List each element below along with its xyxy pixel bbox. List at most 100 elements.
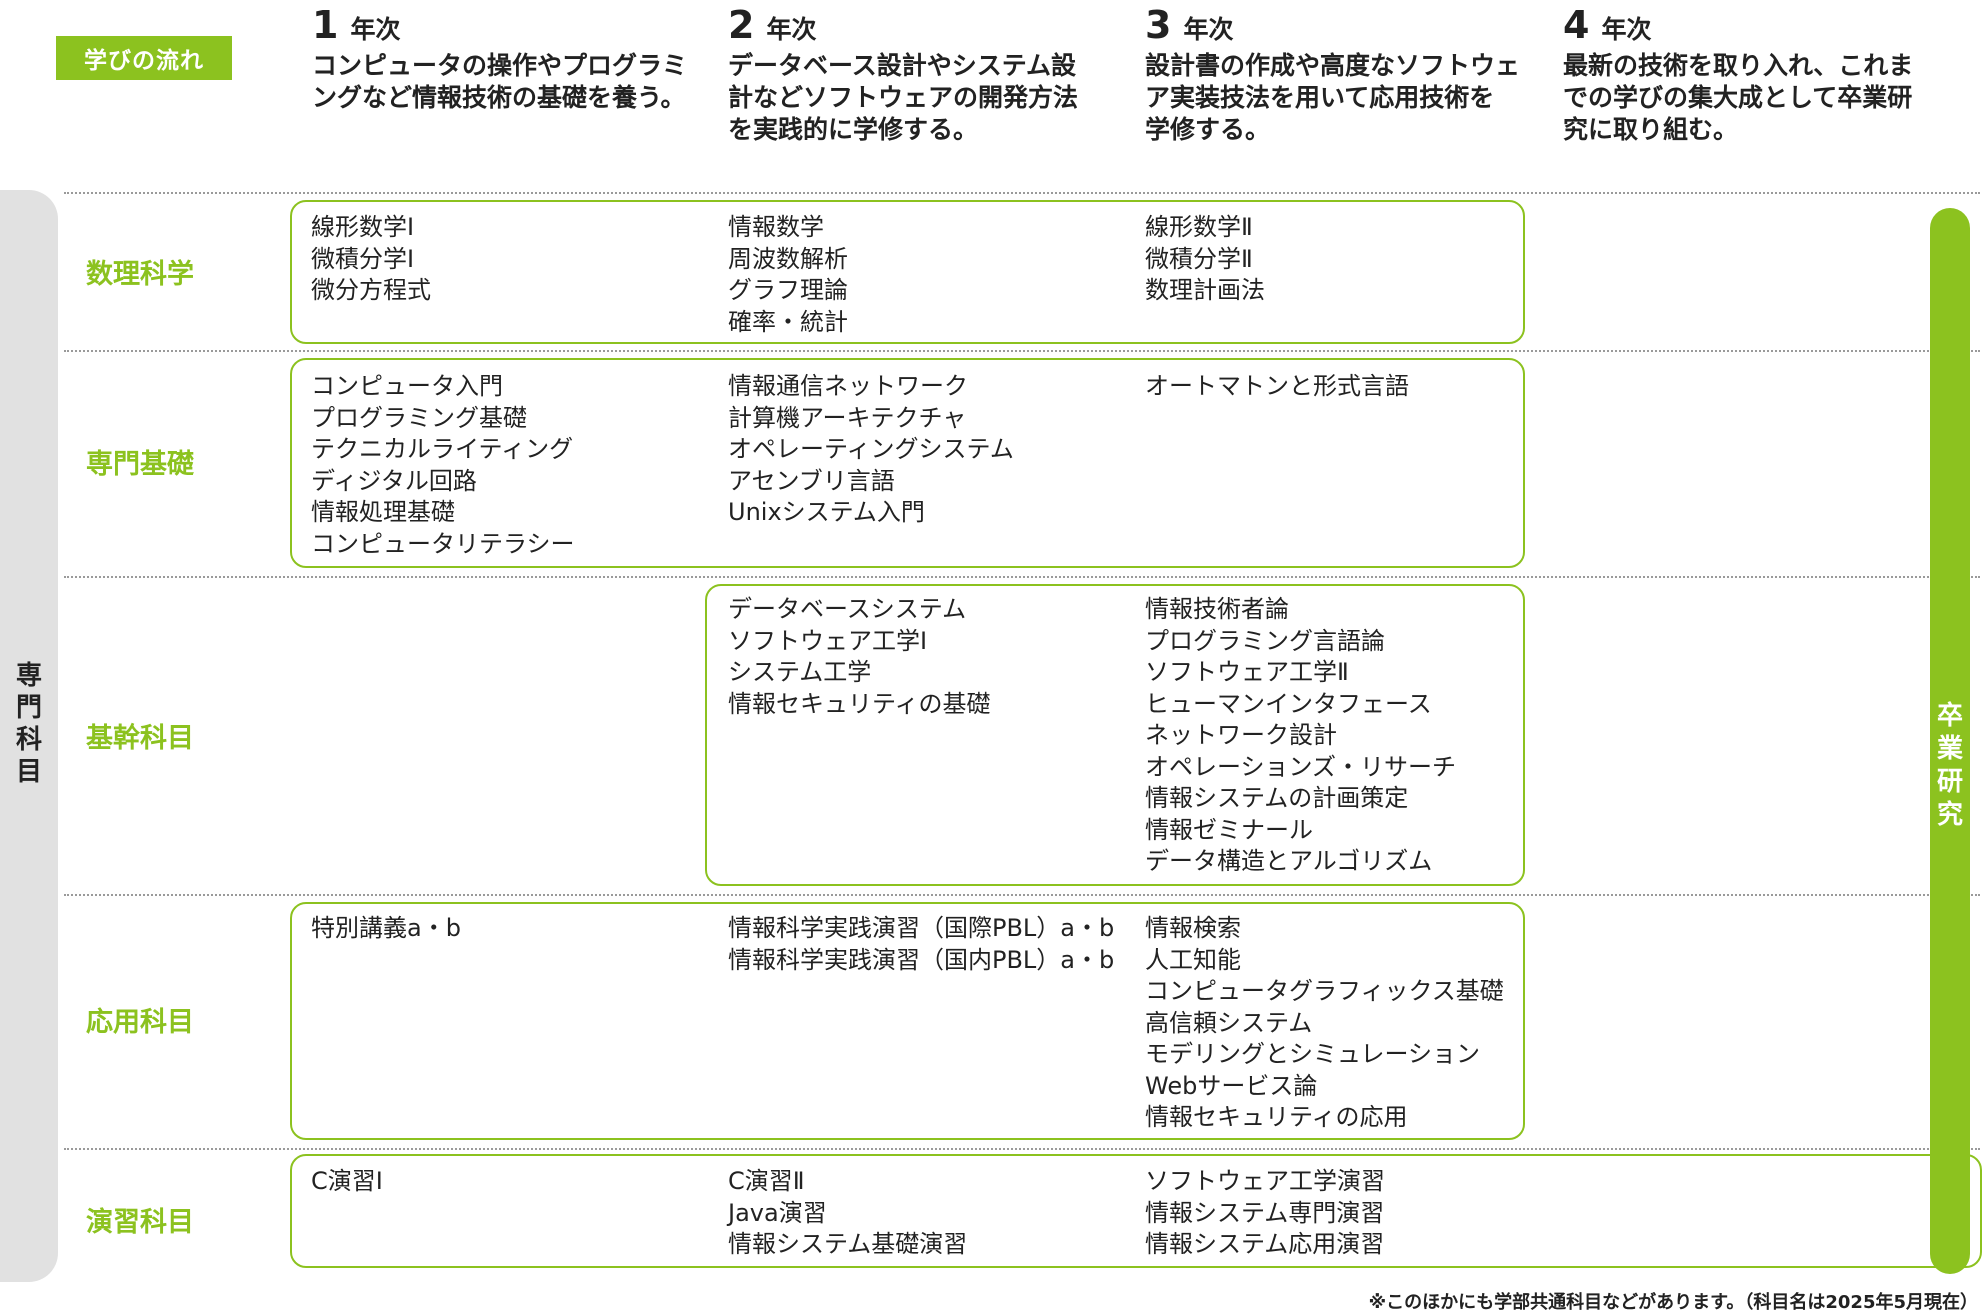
course-item: オペレーティングシステム xyxy=(728,435,1014,463)
year-description: 設計書の作成や高度なソフトウェ ア実装技法を用いて応用技術を 学修する。 xyxy=(1145,51,1521,144)
course-item: ソフトウェア工学Ⅰ xyxy=(728,626,928,655)
course-item: 線形数学Ⅱ xyxy=(1145,213,1253,241)
specialized-subjects-label: 専 門 科 目 xyxy=(15,661,42,787)
course-item: 情報処理基礎 xyxy=(311,498,455,526)
course-item: 情報科学実践演習（国際PBL）a・b xyxy=(728,914,1115,942)
course-list: C演習Ⅰ xyxy=(311,1166,383,1198)
course-item: データベースシステム xyxy=(728,595,967,623)
year-description: 最新の技術を取り入れ、これま での学びの集大成として卒業研 究に取り組む。 xyxy=(1563,51,1914,144)
course-item: 情報通信ネットワーク xyxy=(728,372,968,400)
row-divider xyxy=(64,1148,1980,1150)
course-list: 情報検索人工知能コンピュータグラフィックス基礎高信頼システムモデリングとシミュレ… xyxy=(1145,913,1504,1134)
course-item: 周波数解析 xyxy=(728,244,848,273)
course-list: ソフトウェア工学演習情報システム専門演習情報システム応用演習 xyxy=(1145,1166,1385,1261)
course-item: データ構造とアルゴリズム xyxy=(1145,847,1433,875)
course-item: テクニカルライティング xyxy=(311,435,574,463)
category-label-practice: 演習科目 xyxy=(86,1207,194,1238)
course-item: 情報システムの計画策定 xyxy=(1145,784,1409,812)
year-number: 3 xyxy=(1145,3,1172,47)
course-item: 情報科学実践演習（国内PBL）a・b xyxy=(728,945,1115,974)
course-list: 情報数学周波数解析グラフ理論確率・統計 xyxy=(728,212,848,338)
category-box-foundation xyxy=(290,358,1525,568)
category-label-core: 基幹科目 xyxy=(86,723,194,754)
course-item: 微分方程式 xyxy=(311,276,431,304)
course-list: データベースシステムソフトウェア工学Ⅰ システム工学情報セキュリティの基礎 xyxy=(728,594,991,720)
year-description: コンピュータの操作やプログラミ ングなど情報技術の基礎を養う。 xyxy=(312,51,688,112)
course-item: 情報システム専門演習 xyxy=(1145,1198,1385,1227)
course-item: ソフトウェア工学演習 xyxy=(1145,1167,1385,1195)
course-item: ネットワーク設計 xyxy=(1145,721,1337,749)
year-2-header: 2 年次 データベース設計やシステム設 計などソフトウェアの開発方法 を実践的に… xyxy=(728,6,1128,146)
course-item: Java演習 xyxy=(728,1198,827,1227)
row-divider xyxy=(64,576,1980,578)
course-list: 線形数学Ⅰ 微積分学Ⅰ 微分方程式 xyxy=(311,212,431,307)
course-item: 数理計画法 xyxy=(1145,276,1265,304)
course-item: 高信頼システム xyxy=(1145,1008,1313,1037)
course-item: アセンブリ言語 xyxy=(728,466,895,495)
course-item: オペレーションズ・リサーチ xyxy=(1145,752,1457,781)
course-list: コンピュータ入門プログラミング基礎テクニカルライティングディジタル回路情報処理基… xyxy=(311,371,575,560)
course-item: C演習Ⅰ xyxy=(311,1167,383,1195)
year-suffix: 年次 xyxy=(1601,15,1652,44)
course-item: 情報セキュリティの基礎 xyxy=(728,689,991,718)
course-list: C演習Ⅱ Java演習情報システム基礎演習 xyxy=(728,1166,967,1261)
course-item: モデリングとシミュレーション xyxy=(1145,1040,1481,1068)
year-number: 1 xyxy=(312,3,339,47)
course-item: プログラミング基礎 xyxy=(311,403,527,432)
row-divider xyxy=(64,350,1980,352)
course-item: 微積分学Ⅱ xyxy=(1145,244,1253,273)
row-divider xyxy=(64,894,1980,896)
year-4-header: 4 年次 最新の技術を取り入れ、これま での学びの集大成として卒業研 究に取り組… xyxy=(1563,6,1963,146)
course-item: 情報ゼミナール xyxy=(1145,815,1313,844)
year-suffix: 年次 xyxy=(766,15,817,44)
course-item: コンピュータ入門 xyxy=(311,372,503,400)
course-list: 線形数学Ⅱ 微積分学Ⅱ 数理計画法 xyxy=(1145,212,1265,307)
course-item: システム工学 xyxy=(728,658,872,686)
year-3-header: 3 年次 設計書の作成や高度なソフトウェ ア実装技法を用いて応用技術を 学修する… xyxy=(1145,6,1545,146)
row-divider xyxy=(64,192,1980,194)
category-label-math: 数理科学 xyxy=(86,259,194,290)
course-item: 微積分学Ⅰ xyxy=(311,244,415,273)
course-item: 計算機アーキテクチャ xyxy=(728,403,967,432)
course-item: 人工知能 xyxy=(1145,945,1241,974)
course-item: オートマトンと形式言語 xyxy=(1145,372,1409,400)
course-item: コンピュータグラフィックス基礎 xyxy=(1145,977,1504,1005)
category-label-applied: 応用科目 xyxy=(86,1007,194,1038)
graduation-research-bar xyxy=(1930,208,1970,1274)
course-item: C演習Ⅱ xyxy=(728,1167,805,1195)
category-box-core xyxy=(705,584,1525,886)
course-item: 特別講義a・b xyxy=(311,914,461,942)
learning-flow-badge: 学びの流れ xyxy=(56,36,232,80)
course-list: 特別講義a・b xyxy=(311,913,461,945)
course-item: Webサービス論 xyxy=(1145,1071,1318,1100)
year-number: 2 xyxy=(728,3,755,47)
course-item: Unixシステム入門 xyxy=(728,498,925,526)
category-box-applied xyxy=(290,902,1525,1140)
course-list: オートマトンと形式言語 xyxy=(1145,371,1409,403)
course-item: 情報数学 xyxy=(728,213,824,241)
course-item: ディジタル回路 xyxy=(311,466,477,495)
course-item: 情報検索 xyxy=(1145,914,1241,942)
category-box-practice xyxy=(290,1154,1982,1268)
graduation-research-label: 卒 業 研 究 xyxy=(1936,701,1963,830)
footnote: ※このほかにも学部共通科目などがあります。（科目名は2025年5月現在） xyxy=(1368,1292,1978,1313)
year-1-header: 1 年次 コンピュータの操作やプログラミ ングなど情報技術の基礎を養う。 xyxy=(312,6,712,114)
course-item: 情報セキュリティの応用 xyxy=(1145,1103,1408,1131)
course-item: 線形数学Ⅰ xyxy=(311,213,415,241)
course-item: 情報システム基礎演習 xyxy=(728,1230,968,1258)
course-item: プログラミング言語論 xyxy=(1145,626,1385,655)
course-item: 確率・統計 xyxy=(728,307,848,336)
course-item: 情報技術者論 xyxy=(1145,595,1289,623)
year-number: 4 xyxy=(1563,3,1590,47)
year-description: データベース設計やシステム設 計などソフトウェアの開発方法 を実践的に学修する。 xyxy=(728,51,1079,144)
course-list: 情報科学実践演習（国際PBL）a・b 情報科学実践演習（国内PBL）a・b xyxy=(728,913,1114,976)
year-suffix: 年次 xyxy=(350,15,401,44)
course-item: コンピュータリテラシー xyxy=(311,529,575,558)
specialized-subjects-bar xyxy=(0,190,58,1282)
category-label-foundation: 専門基礎 xyxy=(86,449,194,480)
course-item: ソフトウェア工学Ⅱ xyxy=(1145,658,1349,686)
year-suffix: 年次 xyxy=(1183,15,1234,44)
course-list: 情報通信ネットワーク計算機アーキテクチャオペレーティングシステムアセンブリ言語 U… xyxy=(728,371,1014,529)
category-box-math xyxy=(290,200,1525,344)
